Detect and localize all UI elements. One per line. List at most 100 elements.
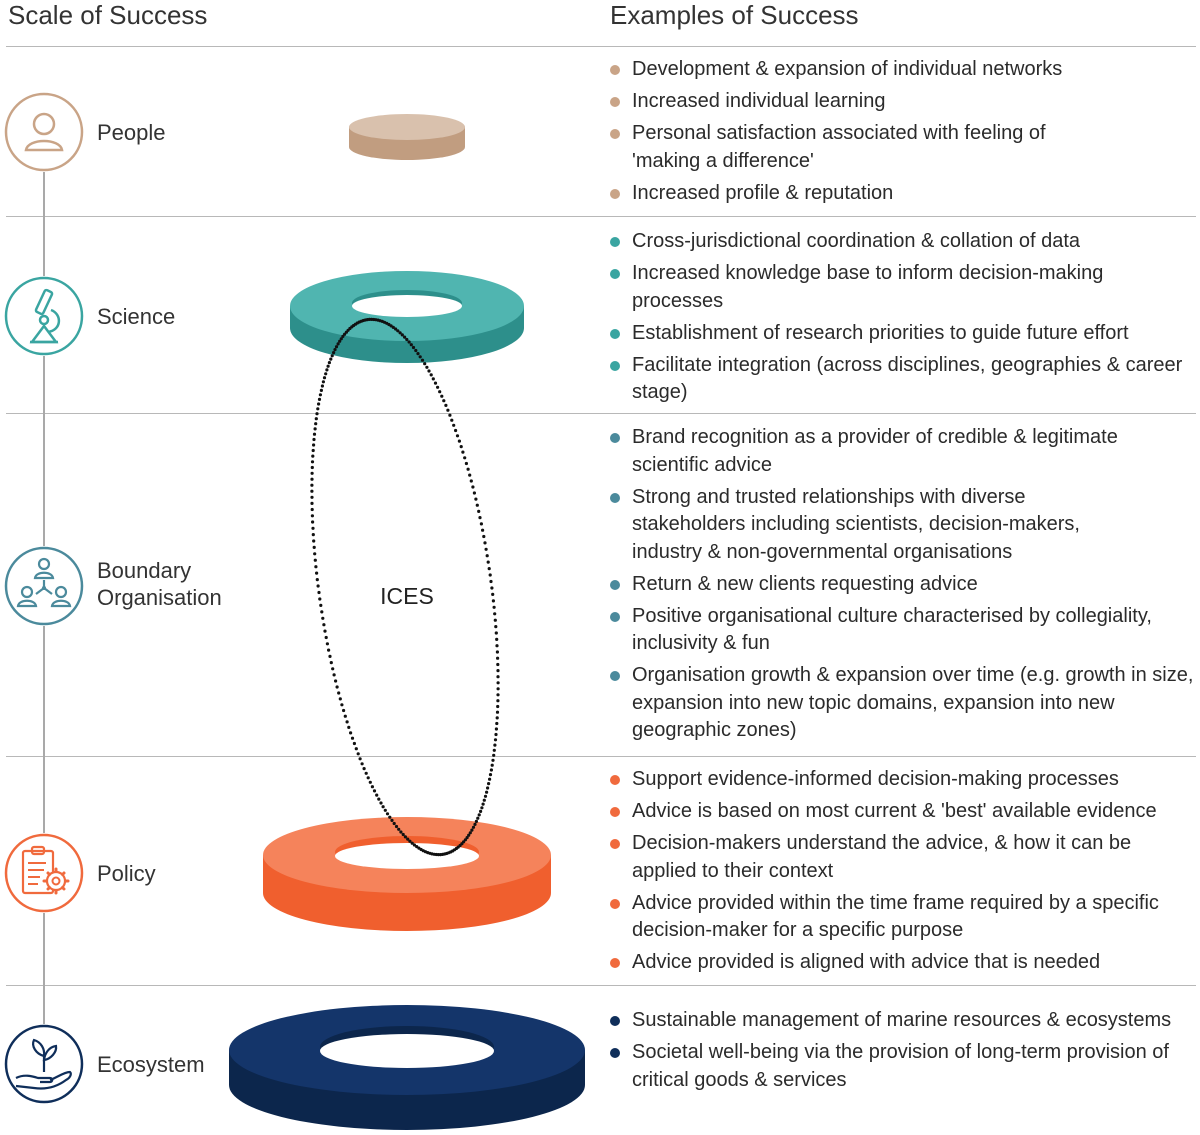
ellipse-dot (320, 384, 324, 388)
plant-hand-icon (4, 1024, 84, 1104)
microscope-icon (4, 276, 84, 356)
ellipse-dot (481, 528, 485, 532)
ellipse-dot (423, 850, 428, 854)
header-divider (6, 46, 1196, 47)
ellipse-dot (495, 637, 499, 642)
ellipse-dot (317, 402, 321, 406)
bullet-dot (610, 97, 620, 107)
ellipse-dot (334, 679, 338, 683)
ellipse-dot (419, 847, 423, 852)
ellipse-dot (483, 794, 488, 798)
ellipse-dot (381, 805, 385, 809)
ellipse-dot (325, 368, 329, 372)
ellipse-dot (441, 852, 445, 857)
ellipse-dot (385, 321, 389, 325)
ellipse-dot (341, 334, 345, 338)
ellipse-dot (486, 786, 490, 790)
ellipse-dot (335, 685, 339, 689)
ellipse-dot (310, 477, 314, 481)
ellipse-dot (327, 361, 331, 365)
ellipse-dot (420, 358, 425, 362)
ellipse-dot (421, 849, 425, 853)
row-label-science: Science (97, 304, 176, 329)
science-icon-badge (4, 276, 84, 356)
list-item: Organisation growth & expansion over tim… (610, 662, 1195, 745)
ellipse-dot (467, 833, 471, 837)
ellipse-dot (488, 777, 492, 781)
ellipse-dot (449, 850, 453, 854)
list-item: Personal satisfaction associated with fe… (610, 120, 1195, 175)
ellipse-dot (451, 849, 455, 853)
ellipse-dot (342, 708, 346, 713)
ecosystem-examples-list: Sustainable management of marine resourc… (610, 1007, 1195, 1099)
ellipse-dot (461, 450, 465, 454)
ellipse-dot (401, 832, 405, 837)
ellipse-dot (482, 798, 486, 802)
list-item: Return & new clients requesting advice (610, 571, 1195, 599)
ellipse-dot (487, 782, 491, 786)
ellipse-dot (496, 699, 500, 703)
ellipse-dot (490, 763, 494, 767)
ellipse-dot (496, 693, 500, 697)
bullet-dot (610, 1016, 620, 1026)
ellipse-dot (398, 331, 402, 335)
ellipse-dot (415, 845, 419, 849)
ellipse-dot (425, 365, 429, 369)
list-item: Advice provided is aligned with advice t… (610, 949, 1195, 977)
ellipse-dot (326, 364, 330, 368)
policy-ring (263, 817, 551, 931)
ellipse-dot (312, 443, 316, 447)
ellipse-dot (362, 767, 366, 771)
ellipse-dot (344, 330, 348, 334)
ellipse-dot (311, 448, 315, 453)
ellipse-dot (488, 773, 493, 777)
ellipse-dot (348, 326, 352, 331)
ellipse-dot (338, 697, 342, 701)
ellipse-dot (495, 650, 499, 654)
ellipse-dot (314, 565, 318, 569)
ellipse-dot (332, 673, 336, 677)
list-item: Cross-jurisdictional coordination & coll… (610, 228, 1195, 256)
people-icon-badge (4, 92, 84, 172)
ellipse-dot (492, 748, 496, 752)
ellipse-dot (418, 355, 422, 359)
ellipse-dot (315, 571, 319, 575)
ellipse-dot (389, 324, 393, 328)
ellipse-dot (336, 342, 340, 346)
row-label-boundary-organisation: Boundary Organisation (97, 558, 222, 610)
ellipse-dot (446, 408, 450, 412)
ellipse-dot (370, 317, 374, 321)
bullet-dot (610, 433, 620, 443)
ellipse-dot (468, 831, 472, 835)
bullet-dot (610, 671, 620, 681)
list-item: Increased profile & reputation (610, 180, 1195, 208)
ellipse-dot (466, 467, 470, 471)
ellipse-dot (360, 762, 364, 766)
ellipse-dot (366, 776, 370, 780)
boundary-icon-badge (4, 546, 84, 626)
ellipse-dot (444, 403, 448, 407)
ellipse-dot (454, 428, 458, 433)
ellipse-dot (481, 802, 485, 806)
ellipse-dot (349, 731, 353, 735)
ellipse-dot (399, 830, 403, 834)
ellipse-dot (334, 345, 339, 349)
clipboard-gear-icon (4, 833, 84, 913)
ellipse-dot (405, 337, 409, 342)
ellipse-dot (372, 789, 377, 793)
ellipse-dot (479, 522, 483, 526)
ellipse-dot (378, 319, 382, 323)
ellipse-dot (353, 322, 358, 326)
people-disc (349, 114, 465, 160)
ellipse-dot (464, 461, 468, 466)
list-item: Establishment of research priorities to … (610, 320, 1195, 348)
ellipse-dot (385, 812, 390, 816)
ellipse-dot (311, 454, 315, 458)
ellipse-dot (375, 793, 379, 797)
ellipse-dot (310, 471, 314, 475)
bullet-dot (610, 237, 620, 247)
ellipse-dot (316, 407, 320, 411)
ellipse-dot (409, 343, 413, 347)
row-divider (6, 216, 1196, 217)
ellipse-dot (377, 797, 381, 801)
